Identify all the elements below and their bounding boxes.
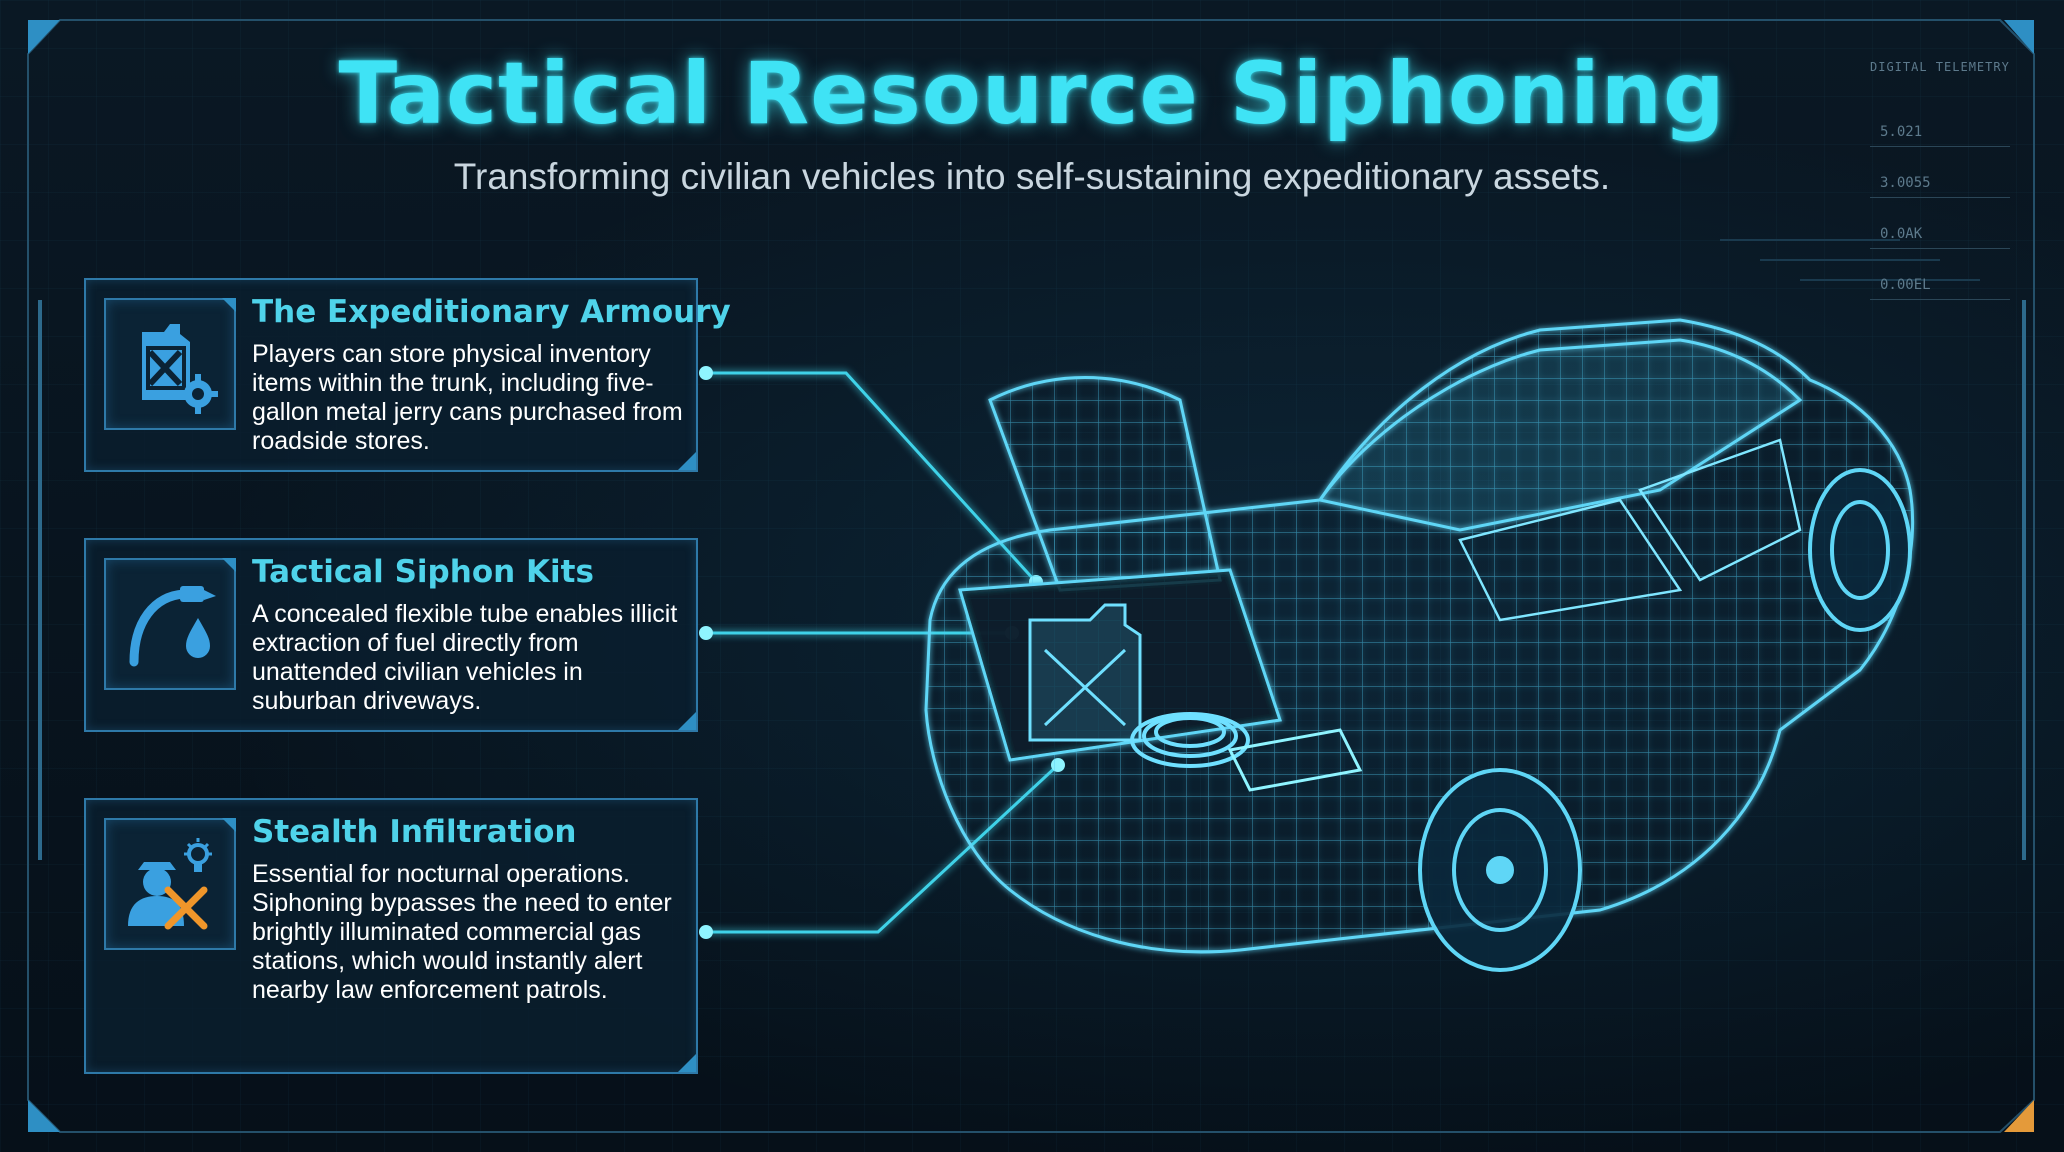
car-roof: [1317, 338, 1803, 532]
siphon-hose-drop-icon: [129, 586, 216, 667]
telemetry-value: 0.00EL: [1880, 277, 1931, 293]
card-body: A concealed flexible tube enables illici…: [252, 600, 678, 715]
icon-frame: [104, 818, 236, 950]
armoury-card: The Expeditionary Armoury Players can st…: [84, 278, 731, 472]
card-body: Players can store physical inventory ite…: [252, 340, 683, 455]
telemetry-label: DIGITAL TELEMETRY: [1870, 60, 2010, 74]
telemetry-row: 0.00EL: [1870, 251, 2010, 300]
jerry-can-gear-icon: [142, 324, 218, 414]
coiled-hose: [1130, 712, 1250, 768]
rear-wheel: [1418, 768, 1582, 972]
telemetry-value: 3.0055: [1880, 175, 1931, 191]
stealth-card: Stealth Infiltration Essential for noctu…: [84, 798, 698, 1074]
telemetry-value: 0.0AK: [1880, 226, 1923, 242]
car-wireframe-illustration: [924, 318, 1914, 972]
connector-node: [699, 366, 713, 380]
page-subtitle: Transforming civilian vehicles into self…: [453, 156, 1611, 197]
icon-frame: [104, 298, 236, 430]
card-title: Stealth Infiltration: [252, 814, 577, 850]
page-title: Tactical Resource Siphoning: [338, 44, 1726, 144]
icon-frame: [104, 558, 236, 690]
telemetry-row: 5.021: [1870, 98, 2010, 147]
card-title: The Expeditionary Armoury: [252, 294, 731, 330]
telemetry-panel: DIGITAL TELEMETRY 5.021 3.0055 0.0AK 0.0…: [1870, 60, 2010, 302]
telemetry-row: 0.0AK: [1870, 200, 2010, 249]
jerry-can: [1028, 603, 1142, 742]
connector-line: [706, 371, 1038, 584]
telemetry-row: 3.0055: [1870, 149, 2010, 198]
siphon-kits-card: Tactical Siphon Kits A concealed flexibl…: [84, 538, 698, 732]
trunk-lid: [988, 376, 1222, 592]
tail-light: [1227, 728, 1363, 792]
telemetry-value: 5.021: [1880, 124, 1923, 140]
connector-node: [699, 626, 713, 640]
card-body: Essential for nocturnal operations. Siph…: [252, 860, 672, 1004]
hooded-figure-light-off-icon: [128, 838, 212, 930]
connector-node: [699, 925, 713, 939]
side-windows: [1458, 438, 1802, 622]
front-wheel: [1808, 468, 1912, 632]
card-title: Tactical Siphon Kits: [252, 554, 594, 590]
